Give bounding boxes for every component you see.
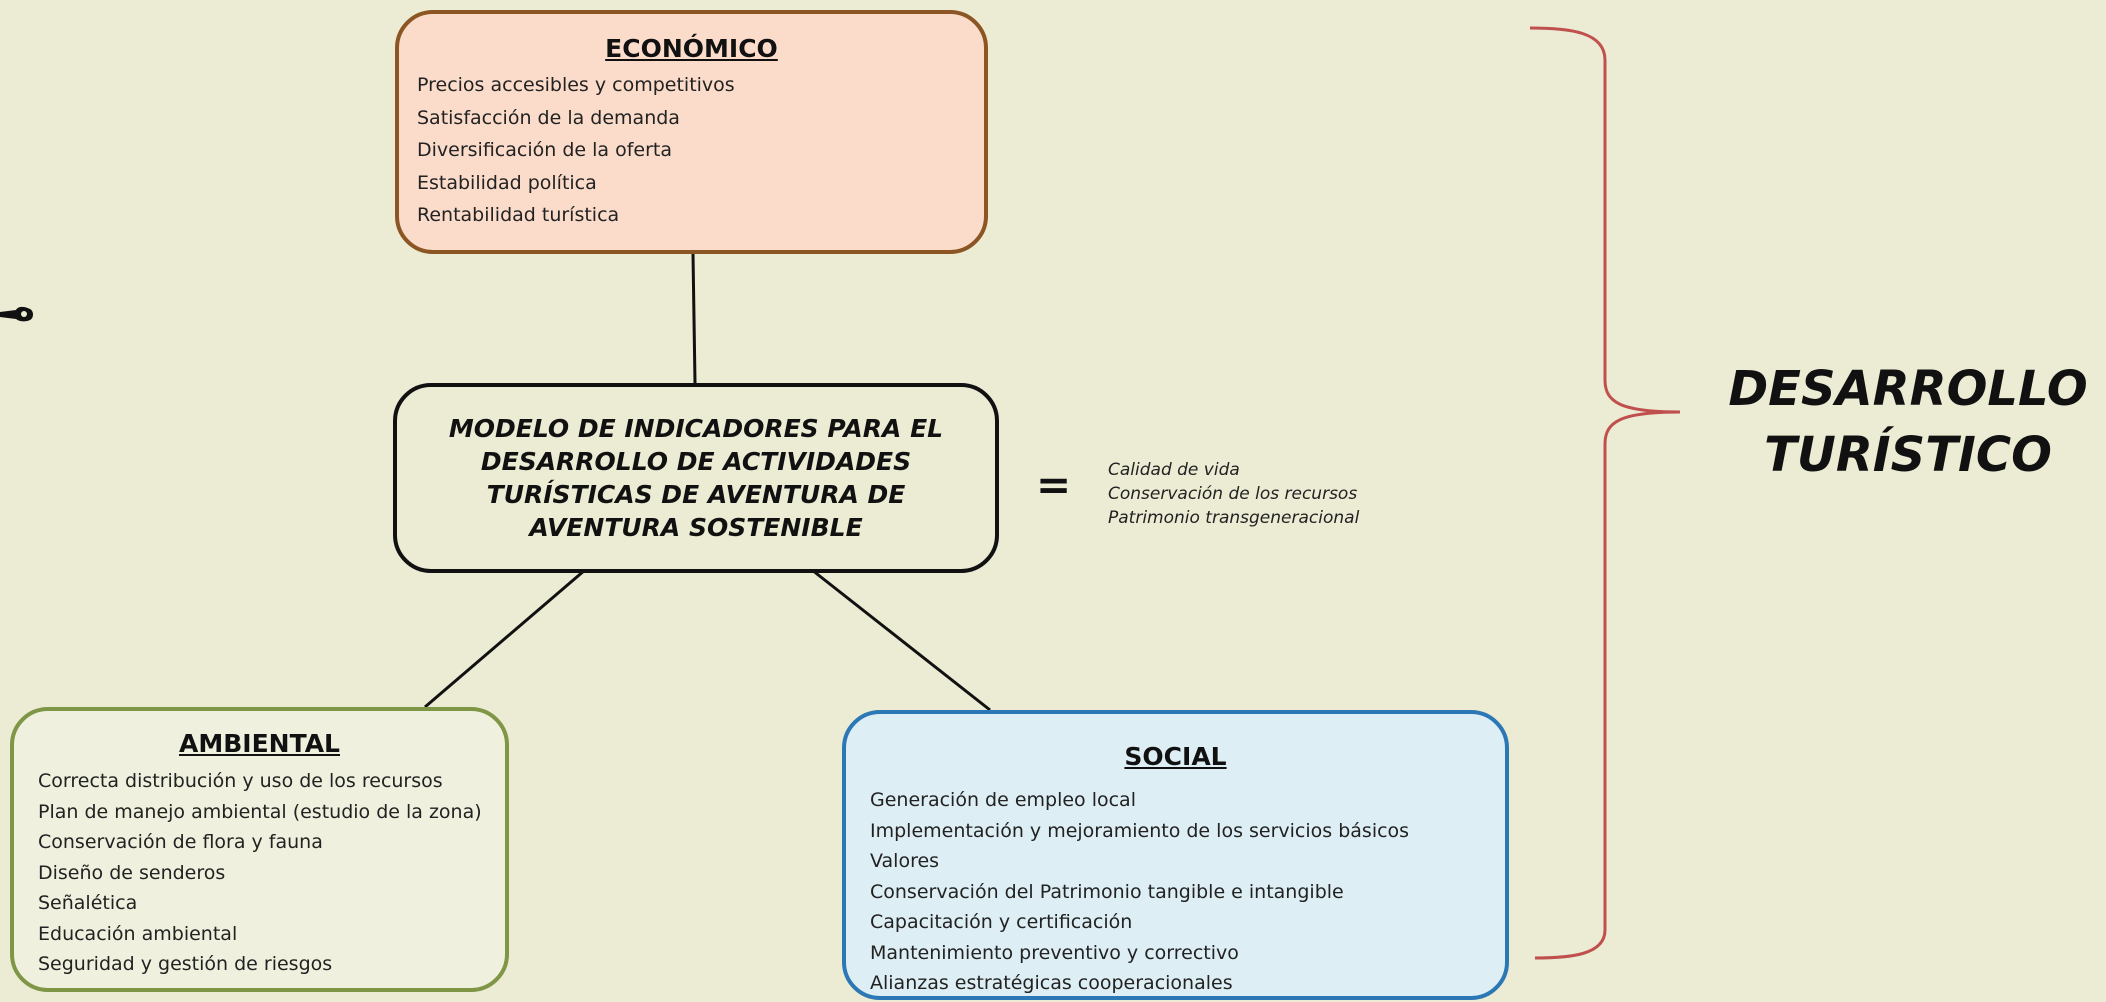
result-line-1: DESARROLLO <box>1728 361 2088 417</box>
ambiental-box: AMBIENTAL Correcta distribución y uso de… <box>10 707 509 992</box>
list-item: Implementación y mejoramiento de los ser… <box>870 819 1410 842</box>
economico-title: ECONÓMICO <box>605 34 778 63</box>
result-title: DESARROLLO TURÍSTICO <box>1718 356 2098 488</box>
list-item: Precios accesibles y competitivos <box>417 74 735 96</box>
list-item: Conservación de flora y fauna <box>38 831 323 853</box>
list-item: Plan de manejo ambiental (estudio de la … <box>38 800 482 823</box>
pointing-hand-icon <box>0 306 33 322</box>
ambiental-title: AMBIENTAL <box>179 729 340 758</box>
list-item: Correcta distribución y uso de los recur… <box>38 770 443 792</box>
model-box: MODELO DE INDICADORES PARA EL DESARROLLO… <box>393 383 999 573</box>
list-item: Señalética <box>38 892 138 914</box>
outcomes-list: Calidad de vida Conservación de los recu… <box>1108 458 1359 530</box>
list-item: Estabilidad política <box>417 171 597 194</box>
social-box: SOCIAL Generación de empleo local Implem… <box>842 710 1509 1000</box>
list-item: Conservación del Patrimonio tangible e i… <box>870 880 1344 903</box>
connector-economico <box>691 253 697 384</box>
connector-ambiental <box>424 568 586 709</box>
brace-shape <box>1529 26 1681 960</box>
social-list: Generación de empleo local Implementació… <box>870 785 1505 999</box>
list-item: Rentabilidad turística <box>417 204 620 226</box>
list-item: Seguridad y gestión de riesgos <box>38 953 333 975</box>
economico-box: ECONÓMICO Precios accesibles y competiti… <box>395 10 988 254</box>
ambiental-list: Correcta distribución y uso de los recur… <box>38 766 505 980</box>
list-item: Diversificación de la oferta <box>417 139 672 161</box>
list-item: Capacitación y certificación <box>870 911 1133 933</box>
social-title: SOCIAL <box>1124 742 1227 771</box>
list-item: Diseño de senderos <box>38 861 226 884</box>
list-item: Satisfacción de la demanda <box>417 106 680 129</box>
model-title: MODELO DE INDICADORES PARA EL DESARROLLO… <box>448 414 944 542</box>
outcome-item: Conservación de los recursos <box>1108 484 1358 504</box>
outcome-item: Patrimonio transgeneracional <box>1108 508 1360 528</box>
list-item: Alianzas estratégicas cooperacionales <box>870 972 1233 994</box>
equals-sign: = <box>1036 460 1072 509</box>
economico-list: Precios accesibles y competitivos Satisf… <box>417 69 984 232</box>
result-line-2: TURÍSTICO <box>1764 427 2052 483</box>
list-item: Generación de empleo local <box>870 789 1136 811</box>
list-item: Educación ambiental <box>38 922 238 945</box>
list-item: Valores <box>870 850 940 872</box>
list-item: Mantenimiento preventivo y correctivo <box>870 941 1239 964</box>
connector-social <box>811 568 991 712</box>
outcome-item: Calidad de vida <box>1108 460 1240 480</box>
